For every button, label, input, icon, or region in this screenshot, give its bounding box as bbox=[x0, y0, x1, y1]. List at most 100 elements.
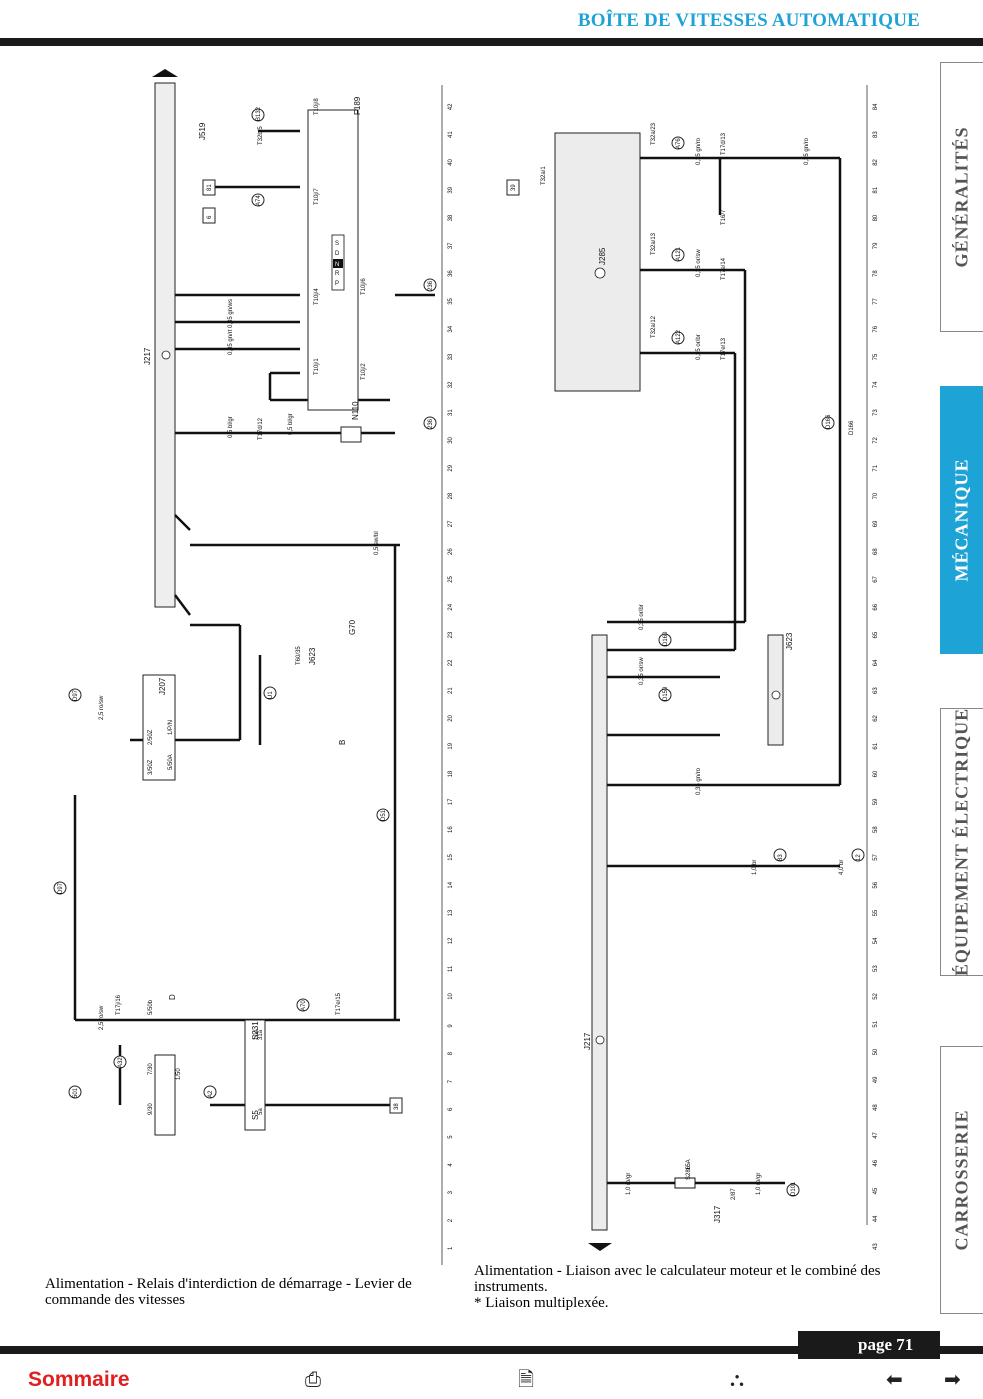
document-search-icon[interactable]: 🗎 bbox=[518, 1367, 535, 1391]
grid-number: 25 bbox=[448, 575, 454, 582]
svg-text:81: 81 bbox=[207, 184, 213, 191]
caption-right-line1: Alimentation - Liaison avec le calculate… bbox=[474, 1263, 881, 1295]
grid-number: 65 bbox=[873, 631, 879, 638]
label-j217-top: J217 bbox=[143, 347, 152, 365]
tab-generalites[interactable]: GÉNÉRALITÉS bbox=[940, 62, 983, 332]
svg-text:D97: D97 bbox=[73, 689, 79, 701]
svg-text:5/50b: 5/50b bbox=[148, 999, 154, 1015]
grid-number: 20 bbox=[448, 714, 454, 721]
grid-number: 61 bbox=[873, 742, 879, 749]
svg-text:5/50A: 5/50A bbox=[168, 754, 174, 770]
svg-text:1,0 br: 1,0 br bbox=[752, 860, 758, 875]
svg-text:P: P bbox=[335, 281, 339, 287]
svg-text:T17e/15: T17e/15 bbox=[336, 992, 342, 1015]
svg-text:T17e/14: T17e/14 bbox=[721, 257, 727, 280]
svg-text:D166: D166 bbox=[826, 414, 832, 429]
arrow-right-icon[interactable]: ➡ bbox=[944, 1367, 961, 1391]
svg-text:D97: D97 bbox=[58, 882, 64, 894]
grid-number: 15 bbox=[448, 853, 454, 860]
grid-number: 74 bbox=[873, 381, 879, 388]
grid-number: 54 bbox=[873, 937, 879, 944]
grid-number: 27 bbox=[448, 520, 454, 527]
label-j623-bottom: J623 bbox=[785, 632, 794, 650]
label-j285: J285 bbox=[598, 247, 607, 265]
grid-number: 4 bbox=[448, 1163, 454, 1167]
svg-text:501: 501 bbox=[73, 1087, 79, 1098]
grid-number: 36 bbox=[448, 270, 454, 277]
svg-text:0,35 gn/ro: 0,35 gn/ro bbox=[804, 137, 810, 165]
svg-text:31a: 31a bbox=[258, 1029, 264, 1040]
svg-text:T32a/13: T32a/13 bbox=[651, 232, 657, 255]
header-bar bbox=[0, 38, 983, 46]
label-b: B bbox=[338, 740, 347, 745]
svg-text:6: 6 bbox=[207, 215, 213, 219]
svg-text:39: 39 bbox=[511, 184, 517, 191]
svg-text:0,35 or/br: 0,35 or/br bbox=[639, 604, 645, 630]
svg-text:A76: A76 bbox=[676, 138, 682, 149]
grid-number: 14 bbox=[448, 881, 454, 888]
label-d: D bbox=[168, 994, 177, 1000]
grid-number: 21 bbox=[448, 687, 454, 694]
grid-number: 9 bbox=[448, 1024, 454, 1028]
grid-numbers-left: 1234567891011121314151617181920212223242… bbox=[448, 103, 454, 1250]
svg-text:T10j/7: T10j/7 bbox=[314, 188, 320, 205]
binoculars-icon[interactable]: ⛬ bbox=[730, 1367, 744, 1391]
svg-text:3/50Z: 3/50Z bbox=[148, 759, 154, 775]
grid-number: 34 bbox=[448, 325, 454, 332]
grid-number: 62 bbox=[873, 714, 879, 721]
grid-number: 26 bbox=[448, 548, 454, 555]
page-number: page 71 bbox=[858, 1335, 914, 1354]
tab-carrosserie[interactable]: CARROSSERIE bbox=[940, 1046, 983, 1314]
grid-number: 41 bbox=[448, 131, 454, 138]
label-d166: D166 bbox=[849, 420, 855, 435]
svg-text:236: 236 bbox=[428, 418, 434, 429]
grid-number: 64 bbox=[873, 659, 879, 666]
svg-text:83: 83 bbox=[778, 854, 784, 861]
svg-text:7/30: 7/30 bbox=[148, 1063, 154, 1075]
grid-number: 79 bbox=[873, 242, 879, 249]
grid-number: 83 bbox=[873, 131, 879, 138]
grid-number: 3 bbox=[448, 1190, 454, 1194]
tab-mecanique[interactable]: MÉCANIQUE bbox=[940, 386, 983, 654]
grid-number: 8 bbox=[448, 1051, 454, 1055]
svg-text:T10j/4: T10j/4 bbox=[314, 288, 320, 305]
svg-text:0,5 bl/gr: 0,5 bl/gr bbox=[228, 416, 234, 438]
sommaire-link[interactable]: Sommaire bbox=[28, 1368, 130, 1391]
gear-selector: P R N D S bbox=[331, 234, 345, 291]
caption-left: Alimentation - Relais d'interdiction de … bbox=[45, 1276, 412, 1308]
svg-text:T32a/1: T32a/1 bbox=[541, 166, 547, 185]
grid-number: 17 bbox=[448, 798, 454, 805]
svg-text:D: D bbox=[335, 251, 340, 257]
svg-text:2/50Z: 2/50Z bbox=[148, 729, 154, 745]
grid-number: 47 bbox=[873, 1131, 879, 1138]
label-j623-top: J623 bbox=[308, 647, 317, 665]
caption-right-line2: * Liaison multiplexée. bbox=[474, 1295, 609, 1311]
label-s5: S5 bbox=[251, 1110, 260, 1120]
grid-number: 7 bbox=[448, 1079, 454, 1083]
printer-icon[interactable]: ⎙ bbox=[305, 1367, 321, 1391]
svg-text:T10j/8: T10j/8 bbox=[314, 98, 320, 115]
grid-number: 50 bbox=[873, 1048, 879, 1055]
svg-text:N: N bbox=[335, 262, 339, 268]
grid-number: 29 bbox=[448, 464, 454, 471]
svg-text:12: 12 bbox=[856, 854, 862, 861]
grid-number: 16 bbox=[448, 826, 454, 833]
footer-bar bbox=[0, 1346, 983, 1354]
grid-number: 33 bbox=[448, 353, 454, 360]
grid-number: 48 bbox=[873, 1104, 879, 1111]
svg-text:T17j/16: T17j/16 bbox=[116, 994, 122, 1015]
grid-number: 11 bbox=[448, 965, 454, 972]
grid-number: 56 bbox=[873, 881, 879, 888]
svg-text:1,0 ro/gr: 1,0 ro/gr bbox=[756, 1173, 762, 1195]
grid-numbers-right: 4344454647484950515253545556575859606162… bbox=[873, 103, 879, 1250]
grid-number: 13 bbox=[448, 909, 454, 916]
arrow-left-icon[interactable]: ⬅ bbox=[886, 1367, 903, 1391]
grid-number: 52 bbox=[873, 992, 879, 999]
svg-text:A122: A122 bbox=[676, 329, 682, 344]
tab-equipement-electrique[interactable]: ÉQUIPEMENT ÉLECTRIQUE bbox=[940, 708, 983, 976]
svg-text:T17d/13: T17d/13 bbox=[721, 132, 727, 155]
svg-text:A70: A70 bbox=[301, 1000, 307, 1011]
grid-number: 45 bbox=[873, 1187, 879, 1194]
svg-text:5a: 5a bbox=[258, 1108, 264, 1115]
svg-text:T16/7: T16/7 bbox=[721, 209, 727, 225]
